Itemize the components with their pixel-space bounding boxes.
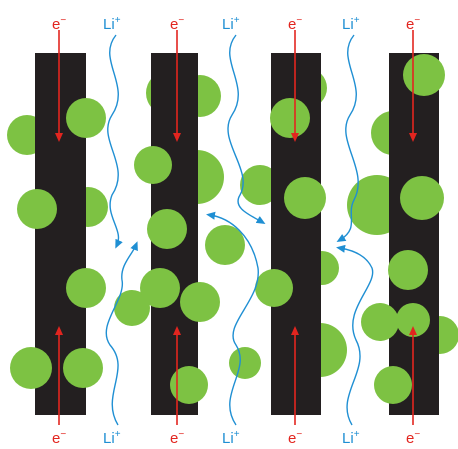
lithium-ion-label: Li+	[103, 15, 121, 33]
particle	[270, 98, 310, 138]
electron-label: e−	[406, 15, 420, 33]
lithium-ion-label: Li+	[103, 429, 121, 447]
electron-label: e−	[52, 429, 66, 447]
particle	[63, 348, 103, 388]
lithium-ion-path	[106, 245, 136, 425]
particle	[205, 225, 245, 265]
particle	[255, 269, 293, 307]
lithium-ion-path	[108, 35, 119, 245]
particle	[170, 366, 208, 404]
electron-label: e−	[170, 15, 184, 33]
lithium-ion-label: Li+	[222, 429, 240, 447]
particle	[388, 250, 428, 290]
particle	[374, 366, 412, 404]
lithium-ion-label: Li+	[342, 15, 360, 33]
particle	[17, 189, 57, 229]
particle	[147, 209, 187, 249]
electron-label: e−	[288, 15, 302, 33]
particle	[400, 176, 444, 220]
particle	[66, 98, 106, 138]
top-labels: e− Li+ e− Li+ e− Li+ e−	[52, 15, 420, 33]
particle	[134, 146, 172, 184]
lithium-ion-label: Li+	[222, 15, 240, 33]
bottom-labels: e− Li+ e− Li+ e− Li+ e−	[52, 429, 420, 447]
electron-label: e−	[288, 429, 302, 447]
particle	[403, 54, 445, 96]
electron-label: e−	[52, 15, 66, 33]
particle	[361, 303, 399, 341]
lithium-ion-label: Li+	[342, 429, 360, 447]
particle	[180, 282, 220, 322]
particle	[284, 177, 326, 219]
particle	[229, 347, 261, 379]
electron-label: e−	[406, 429, 420, 447]
particle	[66, 268, 106, 308]
electron-label: e−	[170, 429, 184, 447]
particle	[10, 347, 52, 389]
particle	[140, 268, 180, 308]
electrode-bar	[389, 53, 439, 415]
